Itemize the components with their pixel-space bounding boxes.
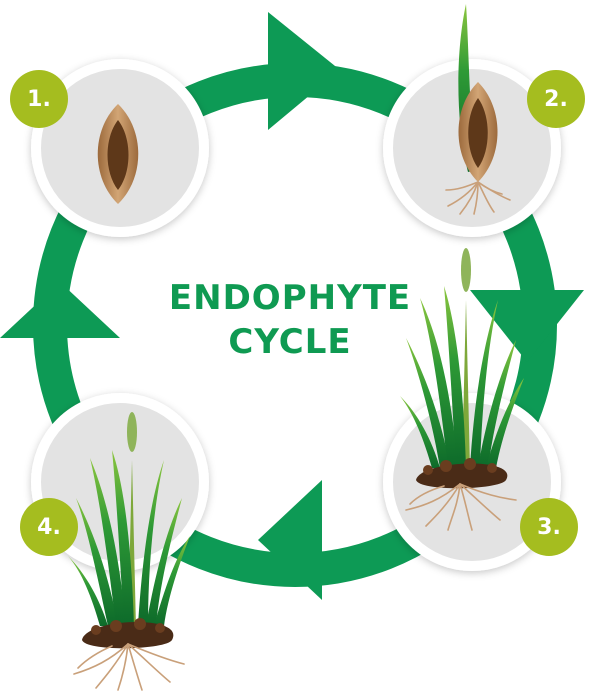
mature-grass-with-seedhead-icon [400,248,524,531]
stage-2-badge: 2. [527,70,585,128]
arrow-left-icon [0,282,120,338]
arrow-right-icon [470,290,584,362]
sprouting-seed-icon [445,4,511,215]
stage-1-badge: 1. [10,70,68,128]
arrow-top-icon [268,12,340,130]
title-line-2: CYCLE [228,322,352,362]
title-line-1: ENDOPHYTE [168,278,412,318]
arrow-bottom-icon [258,480,322,600]
seed-icon [97,104,139,204]
diagram-title: ENDOPHYTE CYCLE [120,276,460,364]
flowering-grass-icon [68,412,190,691]
stage-3-badge: 3. [520,498,578,556]
stage-4-badge: 4. [20,498,78,556]
